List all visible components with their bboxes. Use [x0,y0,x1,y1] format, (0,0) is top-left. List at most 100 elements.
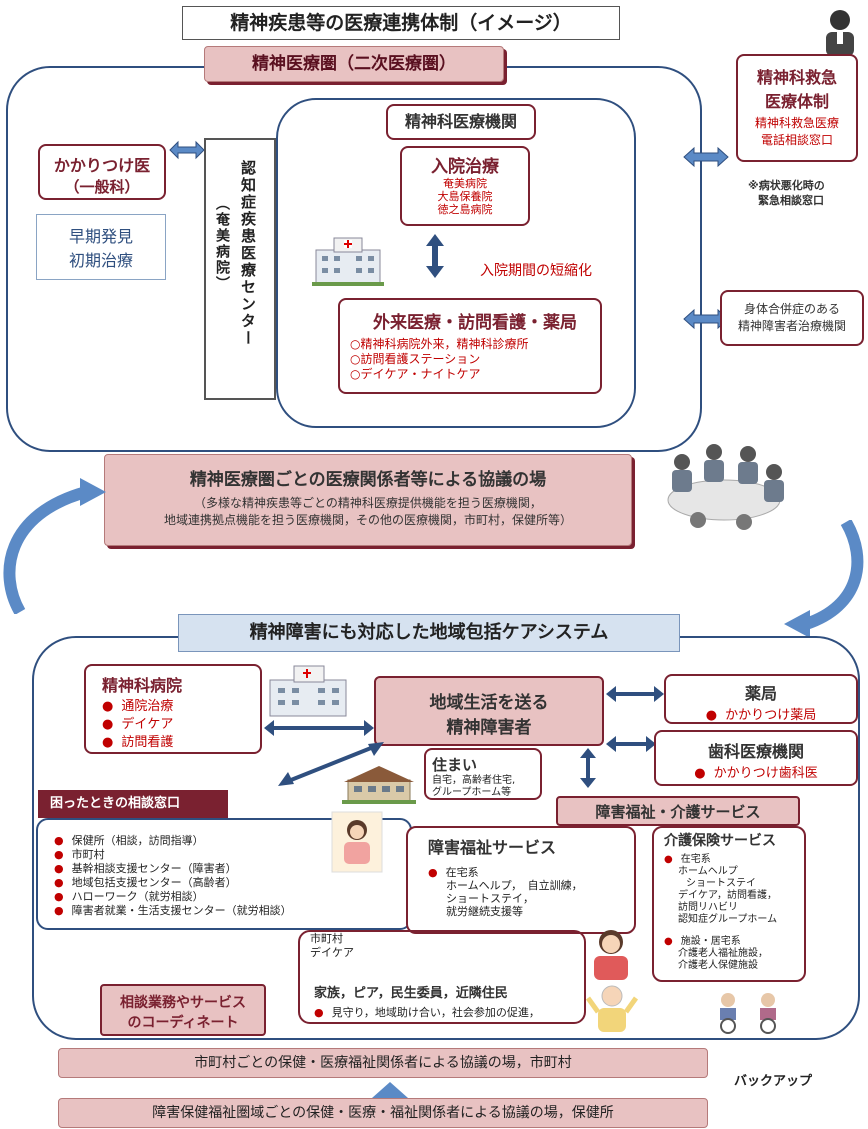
council-box: 精神医療圏ごとの医療関係者等による協議の場 （多様な精神疾患等ごとの精神科医療提… [104,454,632,546]
emergency-sub: 精神科救急医療 [754,116,839,130]
psych-hospital-item: デイケア [102,716,260,734]
wheelchair-icon [720,993,776,1034]
early-line2: 初期治療 [68,251,133,270]
dental-title: 歯科医療機関 [707,742,804,761]
care-item: ホームヘルプ [678,866,738,877]
outpatient-title: 外来医療・訪問看護・薬局 [373,313,577,333]
double-arrow-icon [169,140,205,160]
consult-item: 地域包括支援センター（高齢者） [54,876,410,890]
hospital-building-icon [269,665,347,717]
shorten-stay-label: 入院期間の短縮化 [480,263,592,279]
family-title: 家族，ピア，民生委員，近隣住民 [314,986,508,1001]
care-insurance-title: 介護保険サービス [664,833,776,849]
emergency-title: 精神科救急 [756,68,837,87]
psych-hospital-item: 通院治療 [102,698,260,716]
family-doctor-title: かかりつけ医 [53,156,151,175]
operator-person-icon [826,10,854,56]
pharmacy-title: 薬局 [744,684,777,703]
inpatient-item: 大島保養院 [437,190,493,203]
welfare-service-line: ショートステイ， [446,892,534,905]
early-detection-box: 早期発見 初期治療 [36,214,166,280]
inpatient-box: 入院治療 奄美病院 大島保養院 徳之島病院 [400,146,530,226]
counselor-icon [331,811,383,873]
psych-hospital-item: 訪問看護 [102,734,260,752]
family-doctor-box: かかりつけ医 （一般科） [38,144,166,200]
care-item: 介護老人福祉施設， [678,948,768,959]
double-arrow-icon [606,736,656,752]
housing-box: 住まい 自宅，高齢者住宅, グループホーム等 [424,748,542,800]
care-item: 介護老人保健施設 [678,960,758,971]
backup-label: バックアップ [734,1074,813,1089]
welfare-service-line: ホームヘルプ， 自立訓練， [446,879,583,892]
coordinate-line: のコーディネート [127,1015,239,1031]
elderly-person-icon [585,985,639,1032]
daycare-line: 市町村 [310,932,343,945]
welfare-care-band: 障害福祉・介護サービス [556,796,800,826]
psych-hospital-title: 精神科病院 [102,676,183,695]
housing-line: グループホーム等 [432,787,512,798]
center-person-box: 地域生活を送る 精神障害者 [374,676,604,746]
care-insurance-box: 介護保険サービス 在宅系 ホームヘルプ ショートステイ デイケア，訪問看護， 訪… [652,826,806,982]
double-arrow-icon [606,686,664,702]
inpatient-title: 入院治療 [431,157,499,177]
consult-item: 保健所（相談，訪問指導） [54,834,410,848]
outpatient-box: 外来医療・訪問看護・薬局 ○精神科病院外来，精神科診療所 ○訪問看護ステーション… [338,298,602,394]
housing-title: 住まい [432,756,478,774]
diag-arrow-icon [278,742,384,786]
consult-item: 障害者就業・生活支援センター（就労相談） [54,904,410,918]
care-system-title: 精神障害にも対応した地域包括ケアシステム [178,614,680,652]
center-line: 地域生活を送る [429,693,549,713]
updown-arrow-icon [580,748,596,788]
welfare-service-line: 就労継続支援等 [446,905,523,918]
page-title: 精神疾患等の医療連携体制（イメージ） [182,6,620,40]
double-arrow-icon [683,146,729,168]
consult-item: ハローワーク（就労相談） [54,890,410,904]
welfare-service-title: 障害福祉サービス [428,838,557,857]
care-cat: 在宅系 [664,854,804,866]
dementia-center-label: 認知症疾患医療センター [239,160,257,347]
outpatient-item: ○精神科病院外来，精神科診療所 [350,337,529,351]
inpatient-item: 徳之島病院 [437,203,493,216]
region-label: 精神医療圏（二次医療圏） [204,46,504,82]
municipal-daycare-box: 市町村 デイケア [304,930,380,970]
outpatient-item: ○デイケア・ナイトケア [350,367,481,381]
right-curve-arrow-icon [784,520,864,638]
emergency-note-line: ※病状悪化時の [748,179,825,192]
left-curve-arrow-icon [3,478,106,614]
house-icon [342,766,416,804]
welfare-service-box: 障害福祉サービス 在宅系 ホームヘルプ， 自立訓練， ショートステイ， 就労継続… [406,826,636,934]
family-item: 見守り，地域助け合い，社会参加の促進， [314,1004,540,1020]
complication-box: 身体合併症のある 精神障害者治療機関 [720,290,864,346]
early-line1: 早期発見 [68,227,133,246]
emergency-note-line: 緊急相談窓口 [758,194,824,207]
meeting-people-icon [667,444,784,530]
consult-item: 市町村 [54,848,410,862]
council-line: 地域連携拠点機能を担う医療機関，その他の医療機関，市町村，保健所等） [163,513,572,527]
consult-item: 基幹相談支援センター（障害者） [54,862,410,876]
emergency-box: 精神科救急 医療体制 精神科救急医療 電話相談窓口 [736,54,858,162]
center-line: 精神障害者 [446,718,532,738]
emergency-sub: 電話相談窓口 [760,133,833,147]
dental-item: かかりつけ歯科医 [656,762,856,781]
municipal-council-bar: 市町村ごとの保健・医療福祉関係者による協議の場，市町村 [58,1048,708,1078]
pharmacy-item: かかりつけ薬局 [666,704,856,723]
consult-header: 困ったときの相談窓口 [38,790,228,818]
outpatient-item: ○訪問看護ステーション [350,352,481,366]
health-center-council-bar: 障害保健福祉圏域ごとの保健・医療・福祉関係者による協議の場，保健所 [58,1098,708,1128]
inpatient-item: 奄美病院 [443,177,487,190]
council-title: 精神医療圏ごとの医療関係者等による協議の場 [189,470,547,490]
welfare-service-cat: 在宅系 [428,866,634,879]
care-item: ショートステイ [686,878,756,889]
care-item: 訪問リハビリ [678,902,738,913]
hospital-building-icon [312,237,384,286]
care-item: デイケア，訪問看護， [678,890,777,901]
complication-line: 精神障害者治療機関 [737,319,846,333]
psych-institution-label: 精神科医療機関 [386,104,536,140]
complication-line: 身体合併症のある [743,302,840,316]
housing-line: 自宅，高齢者住宅, [432,775,516,786]
dementia-hospital-label: （奄美病院） [214,196,230,292]
daycare-line: デイケア [310,946,354,959]
double-arrow-icon [264,720,374,736]
dementia-center-box [204,138,276,400]
family-support-box [298,930,586,1024]
